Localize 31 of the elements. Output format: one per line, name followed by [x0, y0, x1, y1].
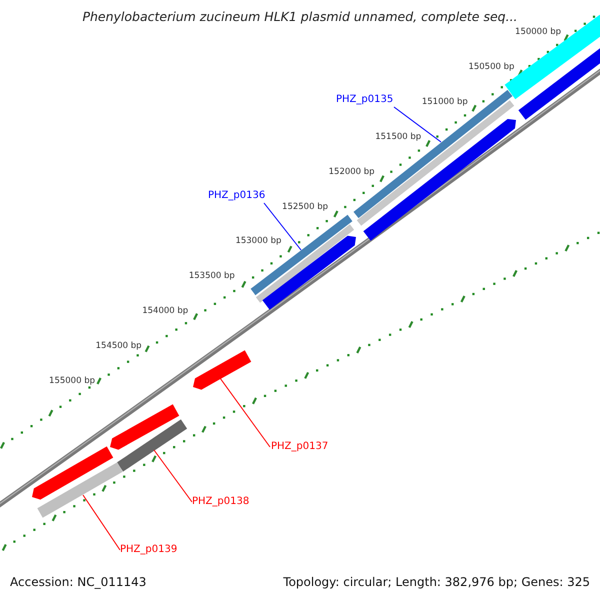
tick-label: 155000 bp [49, 376, 95, 386]
gene-label: PHZ_p0135 [336, 94, 394, 106]
tick-label: 152500 bp [282, 202, 328, 212]
accession-text: Accession: NC_011143 [10, 575, 146, 589]
leader-line [264, 202, 302, 250]
gene-label: PHZ_p0139 [120, 544, 178, 556]
gene-block [193, 350, 252, 390]
tick-label: 153000 bp [235, 236, 282, 246]
gene-block [363, 119, 516, 241]
leader-line [220, 378, 270, 448]
tick-label: 151000 bp [422, 96, 468, 107]
gene-label: PHZ_p0138 [192, 496, 250, 508]
gene-block [32, 446, 114, 500]
leader-line [394, 106, 442, 142]
feature-bar [37, 462, 123, 518]
gene-block [518, 47, 600, 120]
leader-line [82, 494, 120, 550]
feature-bar [116, 419, 188, 472]
tick-label: 154500 bp [96, 341, 142, 352]
title: Phenylobacterium zucineum HLK1 plasmid unnamed, complete seq... [81, 9, 519, 24]
tick-label: 153500 bp [188, 271, 235, 282]
gene-block [110, 404, 180, 450]
tick-label: 150500 bp [468, 62, 514, 72]
leader-line [154, 450, 192, 502]
tick-label: 151500 bp [375, 132, 422, 142]
tick-label: 150000 bp [515, 27, 561, 37]
gene-label: PHZ_p0136 [208, 190, 266, 202]
summary-text: Topology: circular; Length: 382,976 bp; Genes: 325 [283, 575, 590, 589]
gene-label: PHZ_p0137 [271, 441, 328, 453]
tick-label: 152000 bp [328, 166, 375, 177]
tick-label: 154000 bp [142, 306, 188, 316]
